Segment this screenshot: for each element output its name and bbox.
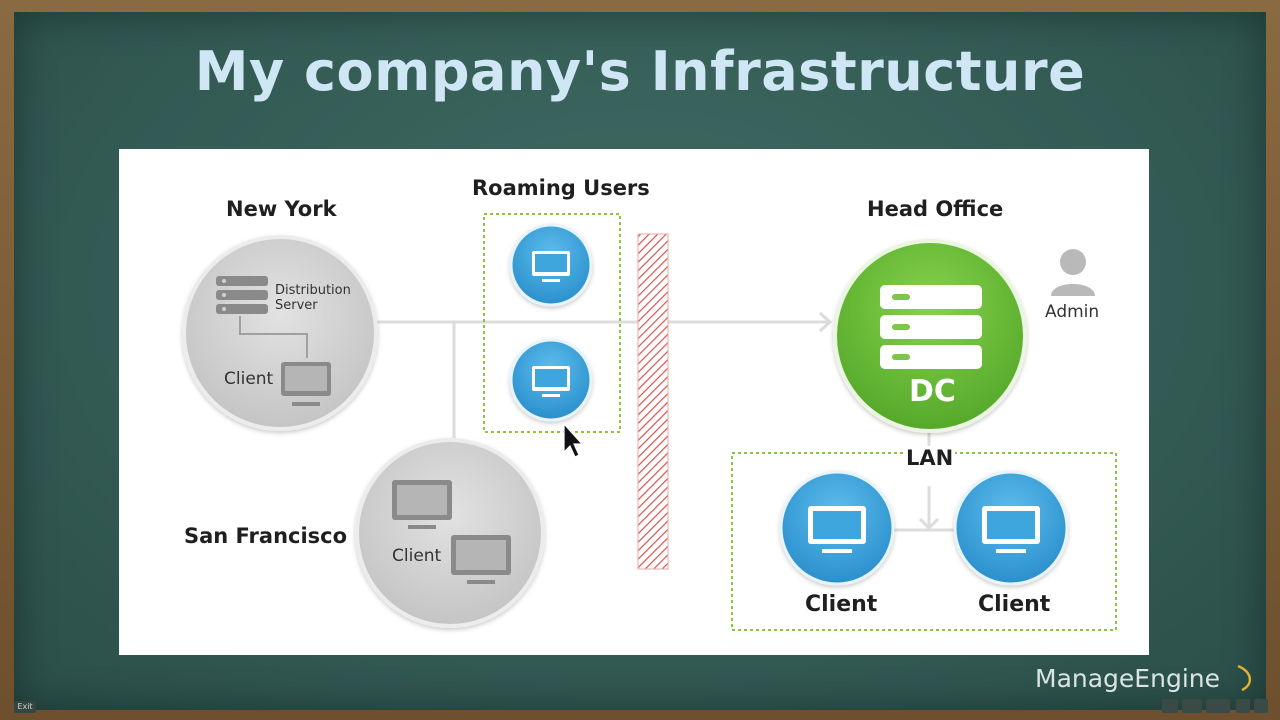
lan-client-2[interactable] (953, 470, 1069, 586)
arrow-head-icon (818, 311, 833, 333)
prev-arrow-icon[interactable] (1236, 699, 1250, 713)
new-york-node[interactable] (182, 235, 378, 431)
monitor-icon (808, 506, 866, 553)
monitor-icon (532, 366, 570, 397)
roaming-user-1[interactable] (509, 223, 593, 307)
pointer-icon[interactable] (1182, 699, 1202, 713)
connection-lines (372, 311, 957, 532)
new-york-label: New York (226, 197, 337, 221)
firewall (637, 233, 669, 570)
server-icon (880, 285, 982, 369)
exit-button[interactable]: Exit (14, 701, 36, 713)
san-francisco-client-label: Client (392, 546, 442, 566)
new-york-client-label: Client (224, 369, 274, 389)
roaming-user-2[interactable] (509, 338, 593, 422)
slide-title: My company's Infrastructure (194, 40, 1086, 103)
distribution-server-label-2: Server (275, 298, 318, 313)
dc-node[interactable] (833, 239, 1027, 433)
brand-logo: ManageEngine (1035, 664, 1220, 693)
lan-client-2-label: Client (978, 592, 1051, 617)
monitor-icon (532, 251, 570, 282)
dc-label: DC (909, 374, 956, 409)
roaming-users-label: Roaming Users (472, 176, 650, 200)
page-select[interactable] (1206, 699, 1230, 713)
distribution-server-label-1: Distribution (275, 283, 351, 298)
lan-client-1-label: Client (805, 592, 878, 617)
monitor-icon (281, 362, 331, 406)
server-client-link (239, 316, 308, 358)
admin-user-icon (1051, 249, 1095, 296)
san-francisco-label: San Francisco (184, 524, 348, 548)
head-office-label: Head Office (867, 197, 1004, 221)
brand-swoosh-icon (1237, 664, 1251, 692)
roaming-users-box (483, 213, 621, 433)
admin-label: Admin (1045, 302, 1100, 322)
san-francisco-node[interactable] (355, 438, 545, 628)
monitor-icon (392, 480, 452, 529)
lan-label: LAN (904, 446, 956, 470)
monitor-icon (451, 535, 511, 584)
monitor-icon (982, 506, 1040, 553)
lan-arrow-icon (918, 517, 940, 531)
server-icon (216, 276, 268, 314)
zoom-icon[interactable] (1162, 699, 1178, 713)
next-arrow-icon[interactable] (1254, 699, 1268, 713)
mouse-cursor-icon (563, 422, 584, 458)
lan-client-1[interactable] (779, 470, 895, 586)
